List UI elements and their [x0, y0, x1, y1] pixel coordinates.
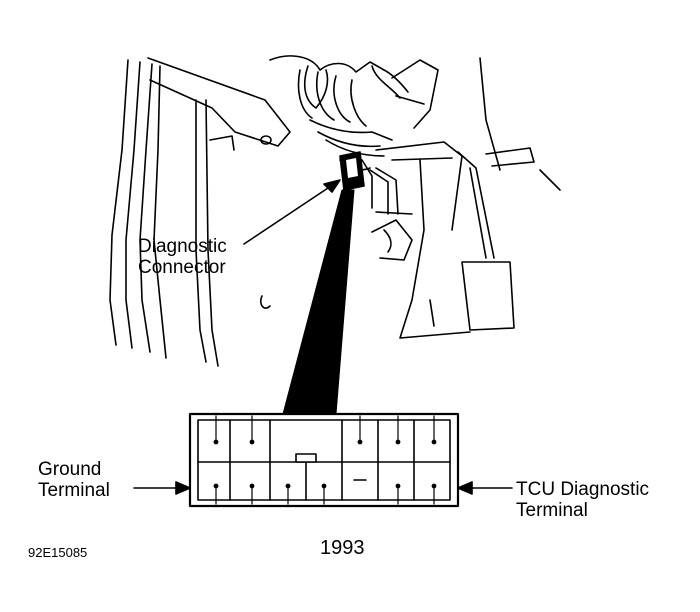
ground-terminal-label-line1: Ground — [38, 459, 102, 480]
pedal-bracket-drawing — [371, 57, 561, 339]
figure-code-label: 92E15085 — [28, 545, 88, 560]
tcu-diagnostic-terminal-label: TCU Diagnostic Terminal — [516, 479, 649, 521]
year-label: 1993 — [320, 537, 365, 559]
ground-terminal-arrow — [133, 481, 191, 495]
ground-terminal-label: Ground Terminal — [38, 459, 110, 501]
tcu-terminal-arrow — [457, 481, 513, 495]
tcu-diagnostic-terminal-label-line2: Terminal — [516, 500, 588, 521]
dash-panel-drawing — [109, 57, 291, 367]
ground-terminal-label-line2: Terminal — [38, 480, 110, 501]
diagnostic-connector-arrow — [243, 179, 341, 245]
diagnostic-connector-label-line1: Diagnostic — [138, 236, 227, 257]
connector-face — [188, 412, 460, 508]
diagnostic-connector-label-line2: Connector — [138, 257, 226, 278]
enlargement-beam — [282, 189, 355, 415]
diagnostic-connector-drawing — [339, 151, 365, 191]
tcu-diagnostic-terminal-label-line1: TCU Diagnostic — [516, 479, 650, 500]
diagnostic-connector-label: Diagnostic Connector — [138, 236, 227, 278]
